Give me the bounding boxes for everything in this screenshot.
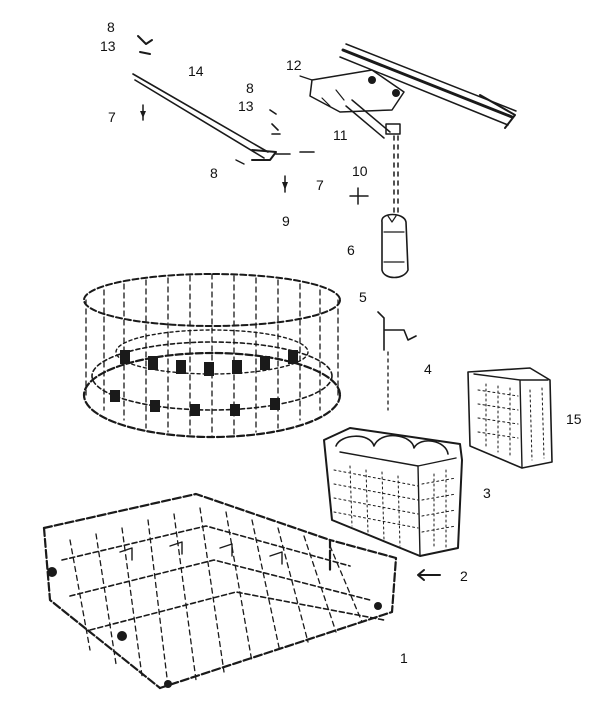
- callout-11: 11: [333, 127, 348, 143]
- callout-4: 4: [424, 361, 432, 377]
- top-rail-bar: [339, 43, 517, 129]
- callout-5: 5: [359, 289, 367, 305]
- callout-12: 12: [286, 57, 302, 73]
- callout-10: 10: [352, 163, 368, 179]
- small-basket: [467, 367, 553, 469]
- silverware-basket: [323, 427, 463, 557]
- callout-7-left: 7: [108, 109, 116, 125]
- basket-clip: [417, 569, 441, 581]
- callout-7-right: 7: [316, 177, 324, 193]
- callout-3: 3: [483, 485, 491, 501]
- callout-13-mid: 13: [238, 98, 254, 114]
- screw-set-left: [137, 35, 153, 121]
- spray-arm-piece: [377, 311, 417, 411]
- callout-8-low: 8: [210, 165, 218, 181]
- link-arm: [345, 99, 401, 139]
- callout-8-mid: 8: [246, 80, 254, 96]
- upper-round-rack: [82, 273, 342, 439]
- callout-13-top: 13: [100, 38, 116, 54]
- callout-1: 1: [400, 650, 408, 666]
- vertical-shaft: [393, 135, 399, 213]
- tube-connector: [381, 213, 409, 279]
- long-rod: [132, 73, 277, 165]
- callout-2: 2: [460, 568, 468, 584]
- callout-15: 15: [566, 411, 582, 427]
- callout-9: 9: [282, 213, 290, 229]
- callout-14: 14: [188, 63, 204, 79]
- callout-6: 6: [347, 242, 355, 258]
- rail-bracket: [299, 69, 405, 113]
- callout-8-top: 8: [107, 19, 115, 35]
- lower-rack: [42, 492, 398, 690]
- screw-set-center: [269, 109, 369, 205]
